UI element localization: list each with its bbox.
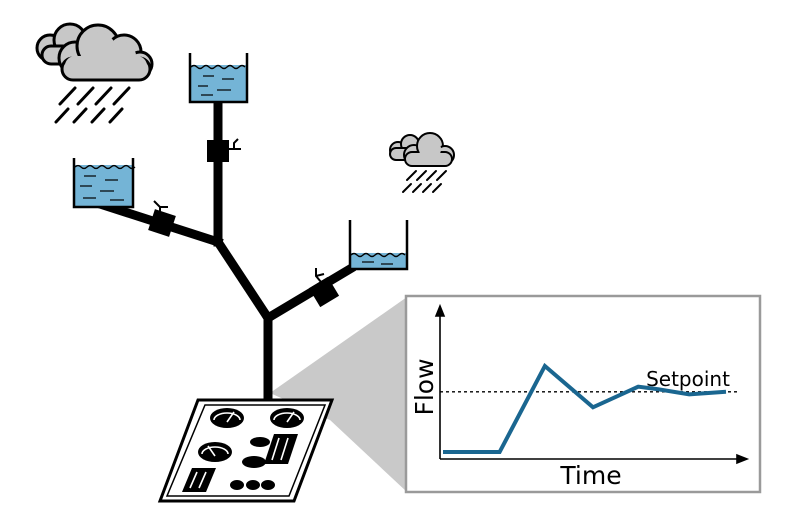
y-axis-label: Flow — [410, 358, 439, 415]
small-rain-cloud-icon — [389, 132, 455, 193]
valve-icon — [308, 268, 340, 308]
water-tank-top — [188, 53, 249, 104]
x-axis-label: Time — [559, 461, 621, 490]
valve-icon — [148, 200, 176, 237]
water-tank-right — [348, 220, 409, 271]
large-rain-cloud-icon — [35, 22, 154, 124]
control-panel-icon — [157, 398, 335, 503]
zoom-wedge — [270, 297, 407, 492]
chart-axes — [434, 303, 750, 465]
setpoint-label: Setpoint — [646, 367, 730, 391]
flow-series-line — [443, 362, 727, 454]
valve-icon — [207, 138, 241, 162]
water-tank-left — [72, 158, 136, 209]
chart-plot — [440, 362, 740, 454]
